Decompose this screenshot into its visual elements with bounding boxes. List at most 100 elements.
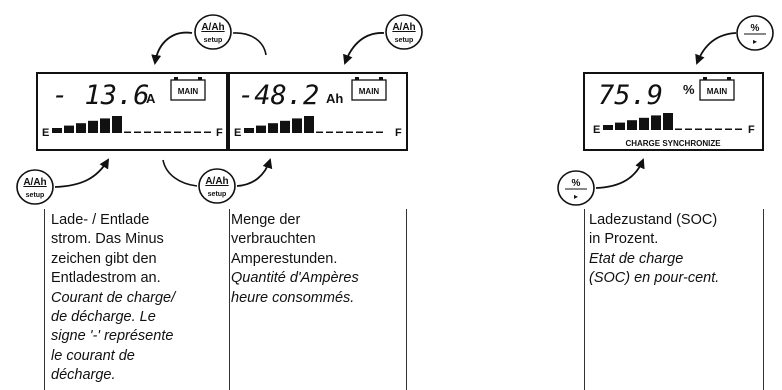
arrow-to-display-current (151, 31, 193, 65)
charge-bar-segment (615, 122, 625, 130)
arrow-to-display-amphours (343, 32, 385, 65)
column-divider (229, 209, 230, 390)
lcd-value: - 13.6 (52, 80, 150, 111)
charge-bar-empty-segment (715, 128, 722, 130)
play-icon: ▸ (574, 192, 578, 201)
full-label: F (395, 127, 402, 139)
charge-bar-empty-segment (675, 128, 682, 130)
main-battery-icon: MAIN (351, 77, 387, 101)
description-line-de: Amperestunden. (231, 250, 338, 267)
charge-bar-empty-segment (154, 131, 161, 133)
charge-bar-graph (603, 113, 742, 130)
arrow-from-button-amphours (236, 158, 273, 187)
button-label-top: % (751, 23, 760, 34)
charge-bar-segment (304, 116, 314, 133)
description-soc: Ladezustand (SOC) in Prozent. Etat de ch… (589, 211, 719, 289)
charge-bar-segment (292, 118, 302, 133)
charge-bar-segment (603, 125, 613, 130)
charge-bar-segment (76, 123, 86, 133)
description-line-fr: décharge. (51, 367, 116, 384)
description-amphours: Menge der verbrauchten Amperestunden. Qu… (231, 211, 359, 308)
description-line-de: in Prozent. (589, 231, 659, 248)
charge-bar-segment (651, 115, 661, 130)
percent-button[interactable]: % ▸ (557, 170, 595, 206)
a-ah-setup-button[interactable]: A/Ah setup (194, 14, 232, 50)
button-label-bottom: setup (395, 37, 414, 44)
button-label-top: A/Ah (201, 22, 224, 33)
description-line-fr: signe '-' représente (51, 328, 174, 345)
arrow-from-button-soc (595, 158, 645, 189)
charge-bar-segment (256, 125, 266, 133)
main-label: MAIN (359, 87, 380, 96)
column-divider (44, 209, 45, 390)
column-divider (763, 209, 764, 390)
lcd-unit: A (146, 91, 156, 106)
charge-bar-segment (627, 120, 637, 130)
button-label-bottom: setup (26, 192, 45, 199)
column-divider (406, 209, 407, 390)
charge-bar-empty-segment (366, 131, 373, 133)
charge-bar-empty-segment (356, 131, 363, 133)
charge-bar-empty-segment (346, 131, 353, 133)
a-ah-setup-button[interactable]: A/Ah setup (385, 14, 423, 50)
charge-bar-empty-segment (725, 128, 732, 130)
a-ah-setup-button[interactable]: A/Ah setup (16, 169, 54, 205)
main-label: MAIN (707, 87, 728, 96)
arrow-to-display-soc (695, 32, 737, 65)
column-divider (584, 209, 585, 390)
charge-bar-empty-segment (695, 128, 702, 130)
main-battery-icon: MAIN (699, 77, 735, 101)
main-label: MAIN (178, 87, 199, 96)
main-battery-icon: MAIN (170, 77, 206, 101)
full-label: F (748, 124, 755, 136)
lcd-value: -48.2 (238, 80, 319, 111)
description-line-de: Ladezustand (SOC) (589, 212, 718, 228)
a-ah-setup-button[interactable]: A/Ah setup (198, 168, 236, 204)
charge-bar-empty-segment (144, 131, 151, 133)
charge-bar-segment (280, 120, 290, 133)
charge-synchronize-label: CHARGE SYNCHRONIZE (625, 139, 721, 148)
lcd-display-amphours: -48.2 Ah MAIN E F (228, 72, 408, 151)
description-line-de: Lade- / Entlade (51, 212, 150, 228)
charge-bar-empty-segment (336, 131, 343, 133)
empty-label: E (593, 124, 600, 136)
charge-bar-empty-segment (194, 131, 201, 133)
description-line-fr: de décharge. Le (51, 309, 156, 326)
charge-bar-empty-segment (316, 131, 323, 133)
charge-bar-empty-segment (124, 131, 131, 133)
description-line-de: strom. Das Minus (51, 231, 164, 248)
percent-button[interactable]: % ▸ (736, 15, 774, 51)
arrow-from-button-current (54, 158, 110, 188)
lcd-display-current: - 13.6 A MAIN E F (36, 72, 228, 151)
description-line-fr: Courant de charge/ (51, 289, 176, 306)
charge-bar-empty-segment (164, 131, 171, 133)
lcd-unit: % (683, 82, 695, 97)
charge-bar-empty-segment (376, 131, 383, 133)
button-label-top: A/Ah (392, 22, 415, 33)
charge-bar-empty-segment (685, 128, 692, 130)
charge-bar-empty-segment (326, 131, 333, 133)
charge-bar-graph (244, 116, 383, 133)
charge-bar-empty-segment (204, 131, 211, 133)
charge-bar-empty-segment (134, 131, 141, 133)
description-line-de: verbrauchten (231, 231, 316, 248)
empty-label: E (234, 127, 241, 139)
play-icon: ▸ (753, 37, 757, 46)
charge-bar-segment (100, 118, 110, 133)
description-line-fr: heure consommés. (231, 289, 355, 306)
lcd-value: 75.9 (598, 80, 663, 111)
charge-bar-empty-segment (705, 128, 712, 130)
charge-bar-empty-segment (184, 131, 191, 133)
charge-bar-segment (64, 125, 74, 133)
charge-bar-segment (244, 128, 254, 133)
description-line-de: Menge der (231, 212, 301, 228)
charge-bar-empty-segment (735, 128, 742, 130)
charge-bar-segment (112, 116, 122, 133)
description-line-fr: Quantité d'Ampères (231, 270, 359, 287)
button-label-bottom: setup (204, 37, 223, 44)
full-label: F (216, 127, 223, 139)
description-current: Lade- / Entlade strom. Das Minus zeichen… (51, 211, 175, 386)
charge-bar-empty-segment (174, 131, 181, 133)
charge-bar-graph (52, 116, 211, 133)
